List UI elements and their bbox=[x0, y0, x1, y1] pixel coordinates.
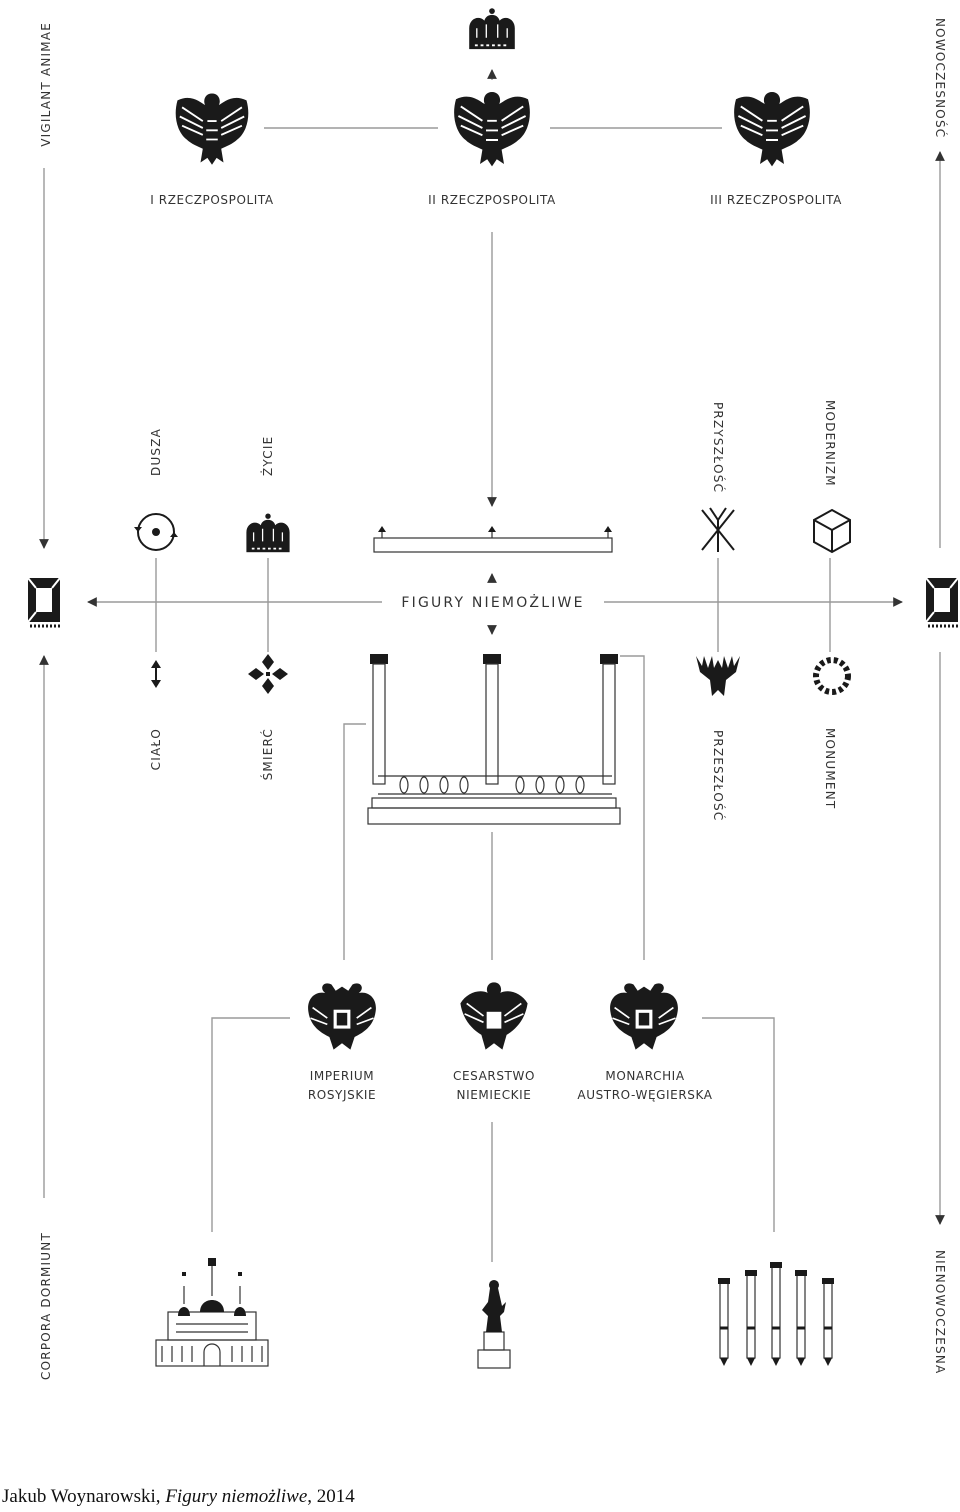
eagle-icon-ii bbox=[453, 91, 531, 168]
republic-label-iii: III RZECZPOSPOLITA bbox=[710, 193, 842, 207]
center-label: FIGURY NIEMOŻLIWE bbox=[401, 593, 584, 611]
label-cialo: CIAŁO bbox=[149, 728, 163, 770]
label-dusza: DUSZA bbox=[149, 428, 163, 476]
caption-author: Jakub Woynarowski, bbox=[2, 1486, 166, 1507]
future-antenna-icon bbox=[701, 507, 735, 552]
stage-bar-icon bbox=[373, 526, 613, 553]
label-przyszlosc: PRZYSZŁOŚĆ bbox=[711, 402, 726, 493]
republic-label-ii: II RZECZPOSPOLITA bbox=[428, 193, 556, 207]
side-label-vigilant-animae: VIGILANT ANIMAE bbox=[39, 22, 53, 147]
colonnade-icon bbox=[367, 654, 621, 825]
side-label-corpora-dormiunt: CORPORA DORMIUNT bbox=[39, 1232, 53, 1380]
empire-eagle-austro-wegierskie-icon bbox=[609, 982, 679, 1051]
past-eagle-emblem-icon bbox=[696, 656, 740, 696]
left-impossible-frame-icon bbox=[26, 576, 62, 628]
empire-label-rosyjskie-line1: IMPERIUM bbox=[310, 1069, 375, 1083]
caption-year: , 2014 bbox=[307, 1486, 355, 1507]
label-monument: MONUMENT bbox=[823, 728, 837, 809]
cannons-icon bbox=[718, 1262, 834, 1366]
right-impossible-frame-icon bbox=[924, 576, 960, 628]
empire-eagle-niemieckie-icon bbox=[460, 982, 528, 1050]
monument-laurel-wreath-icon bbox=[813, 657, 851, 695]
empire-label-niemieckie-line2: NIEMIECKIE bbox=[457, 1088, 532, 1102]
side-label-nowoczesnosc: NOWOCZESNOŚĆ bbox=[933, 18, 948, 138]
modern-cube-icon bbox=[813, 508, 851, 554]
life-crown-icon bbox=[245, 512, 291, 554]
label-smierc: ŚMIERĆ bbox=[260, 728, 275, 780]
label-zycie: ŻYCIE bbox=[260, 436, 275, 476]
body-double-arrow-icon bbox=[151, 660, 161, 688]
empire-eagle-rosyjskie-icon bbox=[307, 982, 377, 1051]
label-modernizm: MODERNIZM bbox=[823, 400, 837, 487]
empire-label-austro-line2: AUSTRO-WĘGIERSKA bbox=[577, 1088, 712, 1102]
eagle-icon-i bbox=[174, 92, 250, 166]
republic-label-i: I RZECZPOSPOLITA bbox=[150, 193, 274, 207]
empire-label-rosyjskie-line2: ROSYJSKIE bbox=[308, 1088, 376, 1102]
label-przeszlosc: PRZESZŁOŚĆ bbox=[711, 730, 726, 821]
eagle-icon-iii bbox=[733, 91, 811, 168]
caption: Jakub Woynarowski, Figury niemożliwe, 20… bbox=[2, 1486, 355, 1508]
caption-title: Figury niemożliwe bbox=[165, 1486, 308, 1507]
empire-label-austro-line1: MONARCHIA bbox=[605, 1069, 684, 1083]
cathedral-icon bbox=[155, 1258, 269, 1367]
top-crown-icon bbox=[468, 7, 516, 51]
side-label-nienowoczesna: NIENOWOCZESNA bbox=[933, 1250, 947, 1374]
death-cross-diamonds-icon bbox=[248, 654, 288, 694]
soul-circle-dot-icon bbox=[134, 513, 178, 551]
statue-icon bbox=[477, 1280, 511, 1369]
empire-label-niemieckie-line1: CESARSTWO bbox=[453, 1069, 535, 1083]
